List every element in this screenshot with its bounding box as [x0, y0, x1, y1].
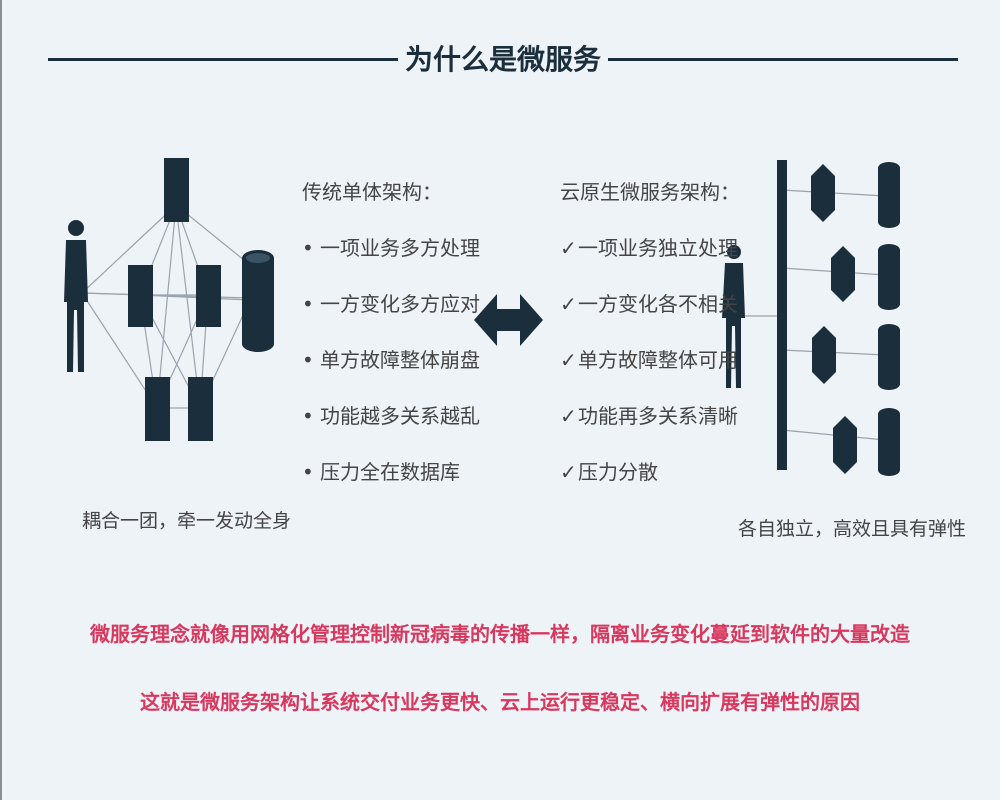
check-icon: ✓ — [560, 236, 577, 260]
person-silhouette-icon — [722, 245, 745, 388]
list-item: •一方变化多方应对 — [302, 290, 480, 346]
list-item: ✓一项业务独立处理 — [560, 234, 738, 290]
server-block-icon — [145, 377, 170, 441]
microservice-heading: 云原生微服务架构： — [560, 180, 740, 204]
service-node-icon — [833, 416, 857, 474]
monolith-caption: 耦合一团，牵一发动全身 — [82, 510, 292, 532]
double-arrow-icon — [474, 294, 543, 346]
database-cylinder-icon — [878, 162, 900, 228]
database-cylinder-icon — [242, 250, 274, 352]
server-block-icon — [188, 377, 213, 441]
list-item: •一项业务多方处理 — [302, 234, 480, 290]
microservice-diagram — [722, 160, 900, 476]
service-node-icon — [811, 164, 835, 222]
database-cylinder-icon — [878, 324, 900, 390]
monolith-diagram — [64, 158, 274, 441]
footer-line-2: 这就是微服务架构让系统交付业务更快、云上运行更稳定、横向扩展有弹性的原因 — [140, 690, 860, 714]
server-block-icon — [196, 265, 221, 327]
page-title: 为什么是微服务 — [404, 43, 601, 76]
check-icon: ✓ — [560, 348, 577, 372]
microservice-caption: 各自独立，高效且具有弹性 — [738, 518, 967, 540]
title-rule-right — [608, 58, 958, 61]
database-cylinder-icon — [878, 244, 900, 310]
list-item: •功能越多关系越乱 — [302, 402, 480, 458]
list-item: •压力全在数据库 — [302, 458, 480, 514]
list-item: ✓一方变化各不相关 — [560, 290, 738, 346]
monolith-heading: 传统单体架构： — [302, 180, 442, 204]
left-border — [0, 0, 2, 800]
footer-line-1: 微服务理念就像用网格化管理控制新冠病毒的传播一样，隔离业务变化蔓延到软件的大量改… — [90, 622, 910, 646]
list-item: ✓单方故障整体可用 — [560, 346, 738, 402]
list-item: •单方故障整体崩盘 — [302, 346, 480, 402]
bullet-icon: • — [302, 236, 314, 260]
bullet-icon: • — [302, 292, 314, 316]
service-bus-bar — [777, 160, 787, 470]
service-node-icon — [812, 326, 836, 384]
check-icon: ✓ — [560, 460, 577, 484]
bullet-icon: • — [302, 348, 314, 372]
check-icon: ✓ — [560, 404, 577, 428]
bullet-icon: • — [302, 404, 314, 428]
check-icon: ✓ — [560, 292, 577, 316]
list-item: ✓功能再多关系清晰 — [560, 402, 738, 458]
title-rule-left — [48, 58, 398, 61]
database-cylinder-icon — [878, 408, 900, 476]
list-item: ✓压力分散 — [560, 458, 738, 514]
bullet-icon: • — [302, 460, 314, 484]
server-block-icon — [128, 265, 153, 327]
microservice-list: ✓一项业务独立处理 ✓一方变化各不相关 ✓单方故障整体可用 ✓功能再多关系清晰 … — [560, 234, 738, 514]
monolith-list: •一项业务多方处理 •一方变化多方应对 •单方故障整体崩盘 •功能越多关系越乱 … — [302, 234, 480, 514]
microservice-connections — [745, 189, 886, 441]
service-node-icon — [831, 246, 855, 302]
server-block-icon — [164, 158, 189, 222]
person-silhouette-icon — [64, 220, 88, 372]
